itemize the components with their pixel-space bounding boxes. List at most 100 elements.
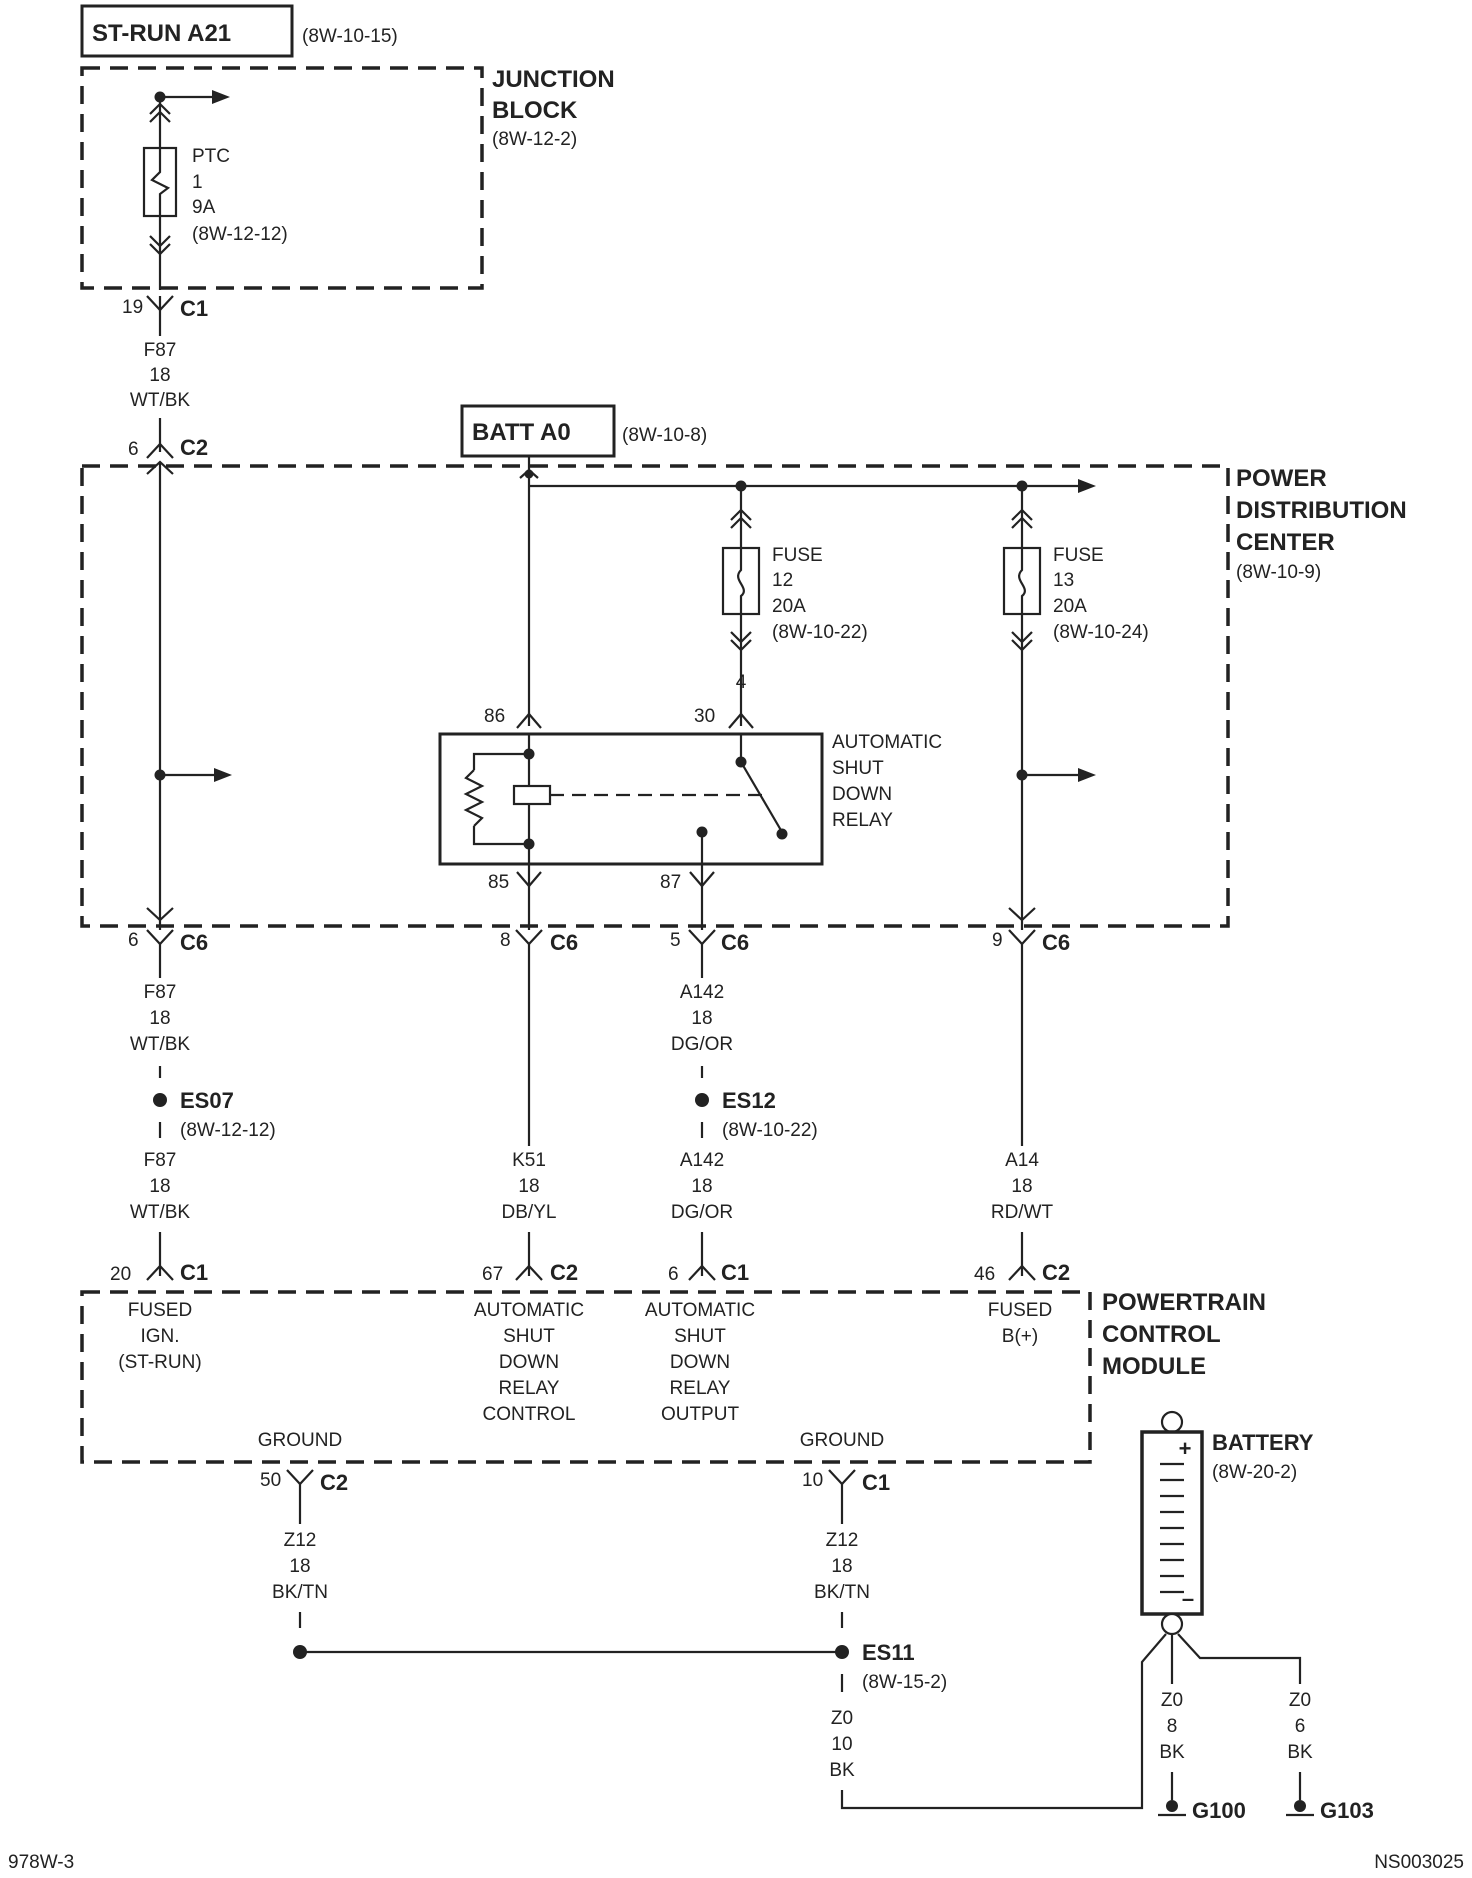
fuse-13-icon — [1002, 546, 1042, 616]
wire-a142-low-color: DG/OR — [671, 1202, 733, 1223]
svg-text:C6: C6 — [1042, 930, 1070, 955]
svg-text:AUTOMATIC: AUTOMATIC — [832, 732, 942, 753]
svg-text:OUTPUT: OUTPUT — [661, 1404, 740, 1425]
ptc-ref: (8W-12-12) — [192, 224, 288, 245]
battery: + – BATTERY (8W-20-2) — [1140, 1410, 1314, 1636]
svg-text:(8W-15-2): (8W-15-2) — [862, 1672, 947, 1693]
pdc-title-3: CENTER — [1236, 529, 1335, 556]
wire-a142-mid-code: A142 — [680, 982, 724, 1003]
connector-pcm-b: 67 C2 — [482, 1260, 578, 1285]
svg-text:(8W-10-22): (8W-10-22) — [772, 622, 868, 643]
svg-text:FUSED: FUSED — [128, 1300, 192, 1321]
svg-text:12: 12 — [772, 570, 793, 591]
wire-f87-low-gauge: 18 — [149, 1176, 170, 1197]
svg-text:FUSE: FUSE — [1053, 545, 1104, 566]
svg-text:DOWN: DOWN — [499, 1352, 559, 1373]
svg-text:RELAY: RELAY — [832, 810, 893, 831]
svg-text:(8W-12-12): (8W-12-12) — [180, 1120, 276, 1141]
wire-a142-mid-gauge: 18 — [691, 1008, 712, 1029]
svg-text:C2: C2 — [180, 435, 208, 460]
wire-z12-b-gauge: 18 — [831, 1556, 852, 1577]
wire-a14-gauge: 18 — [1011, 1176, 1032, 1197]
svg-text:67: 67 — [482, 1264, 503, 1285]
junction-block-title-1: JUNCTION — [492, 66, 615, 93]
st-run-source: ST-RUN A21 (8W-10-15) — [80, 4, 398, 58]
pdc-title-2: DISTRIBUTION — [1236, 497, 1407, 524]
junction-block-title-2: BLOCK — [492, 97, 578, 124]
svg-text:87: 87 — [660, 872, 681, 893]
ptc-rating: 9A — [192, 197, 216, 218]
svg-text:50: 50 — [260, 1470, 281, 1491]
ground-g103: G103 — [1286, 1798, 1374, 1823]
svg-text:IGN.: IGN. — [140, 1326, 179, 1347]
svg-text:G103: G103 — [1320, 1798, 1374, 1823]
wire-a14-code: A14 — [1005, 1150, 1039, 1171]
svg-text:10: 10 — [802, 1470, 823, 1491]
svg-text:9: 9 — [992, 930, 1003, 951]
svg-text:(8W-10-22): (8W-10-22) — [722, 1120, 818, 1141]
wire-z12-b-color: BK/TN — [814, 1582, 870, 1603]
svg-text:5: 5 — [670, 930, 681, 951]
power-distribution-center: POWER DISTRIBUTION CENTER (8W-10-9) FUSE… — [80, 456, 1407, 930]
wire-z0-6-code: Z0 — [1289, 1690, 1311, 1711]
connector-pcm-a: 20 C1 — [110, 1260, 208, 1285]
wire-f87-mid-color: WT/BK — [130, 1034, 190, 1055]
wire-f87-top-code: F87 — [144, 340, 177, 361]
svg-text:6: 6 — [128, 439, 139, 460]
connector-pdc-c6-a: 6 C6 — [128, 929, 208, 955]
batt-ref: (8W-10-8) — [622, 425, 707, 446]
footer-right: NS003025 — [1374, 1852, 1464, 1873]
battery-minus: – — [1182, 1586, 1194, 1611]
wire-k51-color: DB/YL — [502, 1202, 557, 1223]
connector-pdc-c6-c: 5 C6 — [670, 929, 749, 955]
wire-z12-a-gauge: 18 — [289, 1556, 310, 1577]
junction-block: JUNCTION BLOCK (8W-12-2) PTC 1 9A (8W-12… — [80, 66, 615, 290]
powertrain-control-module: POWERTRAIN CONTROL MODULE FUSED IGN. (ST… — [80, 1289, 1266, 1464]
svg-text:RELAY: RELAY — [670, 1378, 731, 1399]
pcm-title-1: POWERTRAIN — [1102, 1289, 1266, 1316]
ptc-number: 1 — [192, 172, 203, 193]
svg-text:C2: C2 — [1042, 1260, 1070, 1285]
relay-coil-icon — [512, 784, 552, 806]
connector-pdc-c6-b: 8 C6 — [500, 929, 578, 955]
wire-a142-low-code: A142 — [680, 1150, 724, 1171]
junction-block-ref: (8W-12-2) — [492, 129, 577, 150]
svg-text:B(+): B(+) — [1002, 1326, 1038, 1347]
svg-text:CONTROL: CONTROL — [483, 1404, 576, 1425]
connector-gnd-a: 50 C2 — [260, 1469, 348, 1495]
svg-text:DOWN: DOWN — [670, 1352, 730, 1373]
svg-text:30: 30 — [694, 706, 715, 727]
automatic-shut-down-relay: 86 30 AUTOMATIC SHUT DOWN RELAY — [438, 706, 942, 930]
connector-jb-c1: 19 C1 — [122, 295, 208, 321]
wire-z0-8-code: Z0 — [1161, 1690, 1183, 1711]
fuse-12-icon — [721, 546, 761, 616]
ground-icon — [1166, 1800, 1178, 1812]
wire-z0-8-color: BK — [1159, 1742, 1185, 1763]
splice-es11: ES11 (8W-15-2) — [835, 1640, 947, 1693]
svg-text:20: 20 — [110, 1264, 131, 1285]
svg-text:ES07: ES07 — [180, 1088, 234, 1113]
wire-a142-mid-color: DG/OR — [671, 1034, 733, 1055]
connector-gnd-b: 10 C1 — [802, 1469, 890, 1495]
connector-pcm-c: 6 C1 — [668, 1260, 749, 1285]
wire-z12-a-code: Z12 — [284, 1530, 317, 1551]
footer-left: 978W-3 — [8, 1852, 74, 1873]
wire-f87-top-color: WT/BK — [130, 390, 190, 411]
svg-text:C6: C6 — [550, 930, 578, 955]
svg-text:4: 4 — [736, 672, 747, 693]
wire-z0-10-code: Z0 — [831, 1708, 853, 1729]
svg-text:SHUT: SHUT — [674, 1326, 726, 1347]
wire-f87-low-code: F87 — [144, 1150, 177, 1171]
svg-text:AUTOMATIC: AUTOMATIC — [645, 1300, 755, 1321]
wire-z0-10-color: BK — [829, 1760, 855, 1781]
splice-es07: ES07 (8W-12-12) — [153, 1088, 276, 1141]
svg-text:ES12: ES12 — [722, 1088, 776, 1113]
connector-pcm-d: 46 C2 — [974, 1260, 1070, 1285]
wire-k51-gauge: 18 — [518, 1176, 539, 1197]
wire-f87-top-gauge: 18 — [149, 365, 170, 386]
ptc-icon — [142, 146, 178, 218]
svg-text:DOWN: DOWN — [832, 784, 892, 805]
wire-z0-6-gauge: 6 — [1295, 1716, 1306, 1737]
st-run-ref: (8W-10-15) — [302, 26, 398, 47]
